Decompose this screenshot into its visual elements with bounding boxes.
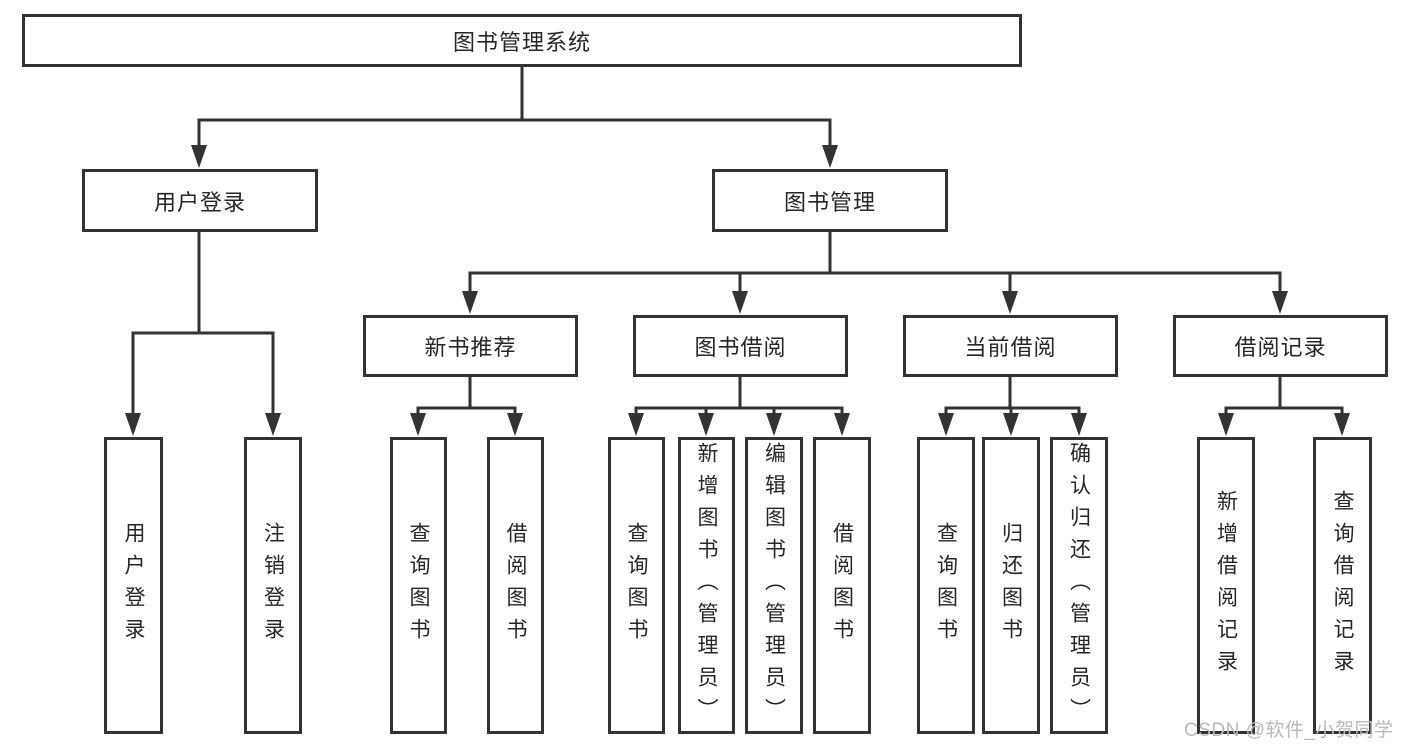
node-user-login-label: 用户登录 bbox=[153, 189, 246, 215]
node-borrow-records: 借阅记录 bbox=[1173, 315, 1388, 377]
leaf-current-confirm-admin: 确认归还（管理员） bbox=[1050, 437, 1108, 734]
leaf-user-login-label: 用户登录 bbox=[122, 521, 145, 650]
leaf-user-login: 用户登录 bbox=[104, 437, 163, 734]
leaf-current-confirm-admin-label: 确认归还（管理员） bbox=[1067, 441, 1091, 730]
leaf-current-return: 归还图书 bbox=[982, 437, 1040, 734]
node-book-borrow-label: 图书借阅 bbox=[694, 335, 787, 360]
leaf-borrow-add-admin-label: 新增图书（管理员） bbox=[695, 441, 718, 730]
leaf-borrow-query: 查询图书 bbox=[608, 437, 665, 734]
node-borrow-records-label: 借阅记录 bbox=[1234, 335, 1327, 360]
leaf-logout-label: 注销登录 bbox=[261, 521, 285, 650]
leaf-newbook-query-label: 查询图书 bbox=[407, 521, 430, 650]
node-current-borrow: 当前借阅 bbox=[903, 315, 1118, 377]
leaf-current-return-label: 归还图书 bbox=[999, 521, 1023, 650]
leaf-record-add-label: 新增借阅记录 bbox=[1214, 489, 1238, 682]
leaf-record-query: 查询借阅记录 bbox=[1313, 437, 1372, 734]
leaf-logout: 注销登录 bbox=[244, 437, 302, 734]
leaf-borrow-add-admin: 新增图书（管理员） bbox=[678, 437, 735, 734]
node-book-management-label: 图书管理 bbox=[783, 189, 876, 215]
leaf-newbook-borrow: 借阅图书 bbox=[487, 437, 544, 734]
node-root-label: 图书管理系统 bbox=[452, 29, 591, 55]
node-current-borrow-label: 当前借阅 bbox=[964, 335, 1057, 360]
leaf-record-query-label: 查询借阅记录 bbox=[1331, 489, 1354, 682]
arrowhead-icons bbox=[125, 145, 1350, 436]
leaf-current-query-label: 查询图书 bbox=[934, 521, 958, 650]
leaf-current-query: 查询图书 bbox=[917, 437, 975, 734]
node-root: 图书管理系统 bbox=[22, 14, 1022, 67]
csdn-watermark: CSDN @软件_小贺同学 bbox=[1184, 720, 1394, 741]
node-book-borrow: 图书借阅 bbox=[633, 315, 848, 377]
leaf-borrow-edit-admin: 编辑图书（管理员） bbox=[745, 437, 803, 734]
node-new-book-recommend-label: 新书推荐 bbox=[424, 335, 517, 360]
leaf-record-add: 新增借阅记录 bbox=[1197, 437, 1255, 734]
leaf-borrow-book-label: 借阅图书 bbox=[830, 521, 854, 650]
leaf-borrow-query-label: 查询图书 bbox=[625, 521, 648, 650]
node-user-login: 用户登录 bbox=[82, 169, 318, 232]
node-book-management: 图书管理 bbox=[712, 169, 948, 232]
node-new-book-recommend: 新书推荐 bbox=[363, 315, 578, 377]
leaf-newbook-query: 查询图书 bbox=[390, 437, 447, 734]
leaf-newbook-borrow-label: 借阅图书 bbox=[504, 521, 527, 650]
leaf-borrow-book: 借阅图书 bbox=[813, 437, 871, 734]
leaf-borrow-edit-admin-label: 编辑图书（管理员） bbox=[762, 441, 786, 730]
